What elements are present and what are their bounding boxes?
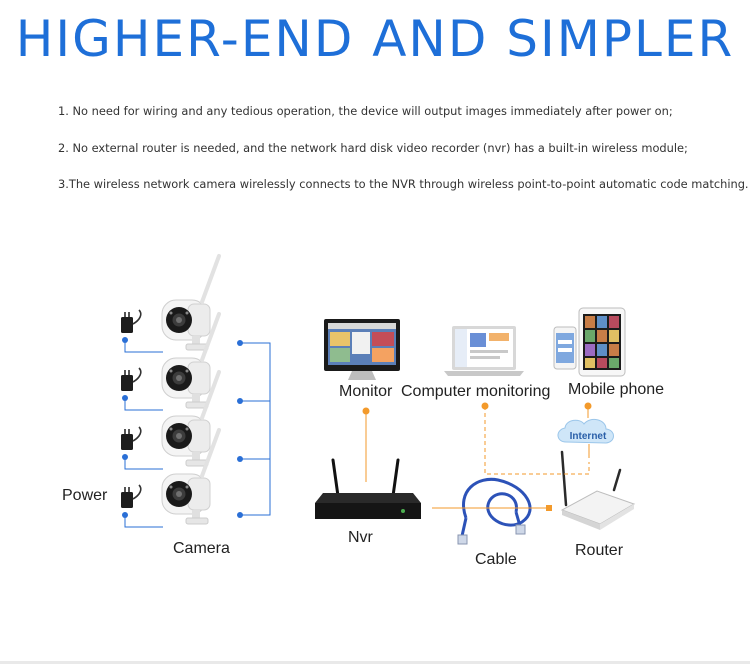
computer-monitoring-label: Computer monitoring bbox=[401, 383, 551, 400]
router-label: Router bbox=[575, 542, 624, 559]
cable-label: Cable bbox=[475, 551, 517, 568]
monitor-icon bbox=[324, 319, 400, 380]
monitor-label: Monitor bbox=[339, 383, 393, 400]
wifi-camera-icon bbox=[160, 254, 221, 526]
note-3: 3.The wireless network camera wirelessly… bbox=[58, 177, 749, 191]
note-2: 2. No external router is needed, and the… bbox=[58, 141, 688, 155]
laptop-icon bbox=[444, 326, 524, 376]
router-icon bbox=[560, 450, 636, 530]
internet-label: Internet bbox=[570, 431, 607, 442]
power-links bbox=[124, 340, 163, 528]
cloud-icon bbox=[557, 418, 614, 444]
note-1: 1. No need for wiring and any tedious op… bbox=[58, 104, 673, 118]
camera-label: Camera bbox=[173, 540, 230, 557]
nvr-icon bbox=[315, 458, 421, 519]
tablet-icon bbox=[578, 307, 626, 377]
nvr-label: Nvr bbox=[348, 529, 373, 546]
power-label: Power bbox=[62, 487, 108, 504]
bottom-divider bbox=[0, 661, 750, 664]
camera-bus bbox=[240, 342, 271, 516]
mobile-phone-icon bbox=[553, 326, 577, 370]
page-title: HIGHER-END AND SIMPLER bbox=[15, 10, 735, 68]
ethernet-cable-icon bbox=[457, 477, 532, 545]
network-links bbox=[365, 406, 590, 509]
mobile-phone-label: Mobile phone bbox=[568, 381, 665, 398]
